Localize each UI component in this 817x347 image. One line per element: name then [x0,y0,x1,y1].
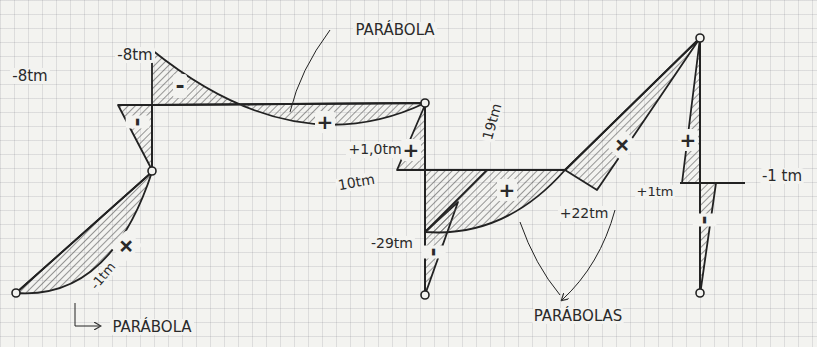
moment-value: -8tm [115,47,154,64]
moment-value: +1tm [635,185,676,199]
leader-line [562,210,615,300]
moment-area [152,50,425,125]
sign-symbol: - [422,245,446,258]
hinge-circle [148,167,156,175]
sign-symbol: - [126,115,150,128]
moment-value: -8tm [10,68,49,85]
sign-symbol: + [497,179,518,201]
leader-line [520,222,560,295]
moment-value: -1 tm [760,168,804,185]
moment-area [700,183,716,295]
annotation-text: PARÁBOLAS [532,308,625,325]
moment-value: +1,0tm [346,142,403,157]
moment-value: +22tm [558,206,611,221]
moment-value: -29tm [369,236,415,251]
moment-area [682,38,700,183]
moment-value: 19tm [479,100,504,144]
moment-area [118,105,152,170]
sign-symbol: + [401,139,422,161]
leader-line [75,303,100,326]
moment-area [425,170,565,232]
sign-symbol: - [693,213,717,226]
hinge-circle [421,291,429,299]
moment-area [565,38,700,190]
hinge-circle [421,99,429,107]
hinge-circle [12,289,20,297]
frame-axis [425,170,487,232]
moment-area [397,105,425,170]
frame-axis [680,182,745,184]
hinge-circle [696,34,704,42]
sign-symbol: + [315,111,336,133]
frame-axis [397,38,700,295]
annotation-text: PARÁBOLA [353,22,436,39]
sign-symbol: - [173,74,186,98]
moment-value: 10tm [334,172,377,194]
leader-line [290,30,330,112]
frame-axis [16,103,425,295]
sign-symbol: + [678,129,699,151]
hinge-circle [696,289,704,297]
annotation-text: PARÁBOLA [110,319,193,336]
